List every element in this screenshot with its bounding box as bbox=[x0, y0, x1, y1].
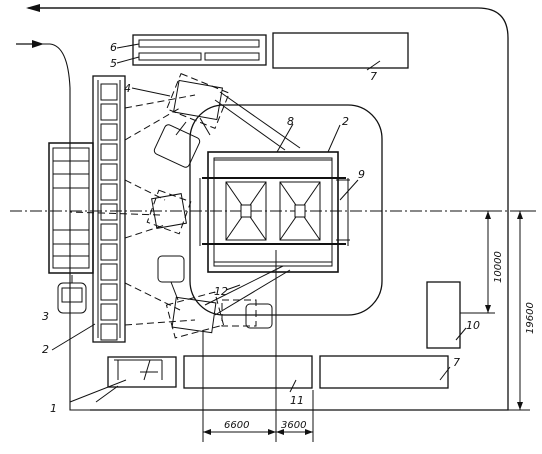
rack-cell bbox=[100, 123, 118, 141]
label-8: 8 bbox=[287, 115, 294, 128]
rack-cell bbox=[100, 283, 118, 301]
storage-area-11 bbox=[183, 355, 313, 389]
rack-cell bbox=[100, 223, 118, 241]
dim-10000: 10000 bbox=[493, 251, 504, 283]
label-6: 6 bbox=[110, 41, 117, 54]
crane-track bbox=[189, 104, 383, 316]
dim-19600: 19600 bbox=[525, 302, 536, 334]
equipment-1 bbox=[69, 356, 177, 403]
rack-cell bbox=[100, 163, 118, 181]
label-10: 10 bbox=[466, 319, 480, 332]
rack-cell bbox=[100, 243, 118, 261]
storage-5-6 bbox=[116, 34, 267, 66]
rack-cell bbox=[100, 323, 118, 341]
label-4: 4 bbox=[124, 82, 131, 95]
storage-area-7-bottom bbox=[319, 355, 449, 389]
rack-cell bbox=[100, 83, 118, 101]
label-9: 9 bbox=[358, 168, 365, 181]
road-arrow-exit bbox=[26, 4, 120, 12]
label-12: 12 bbox=[214, 285, 228, 298]
road-arrow-entry bbox=[16, 40, 44, 48]
dim-6600: 6600 bbox=[224, 420, 249, 431]
crane-middle bbox=[146, 189, 192, 235]
vertical-rack-2 bbox=[92, 75, 126, 343]
label-3: 3 bbox=[42, 310, 49, 323]
rack-cell bbox=[100, 143, 118, 161]
box-10 bbox=[426, 281, 461, 349]
label-11: 11 bbox=[290, 394, 304, 407]
label-1: 1 bbox=[50, 402, 57, 415]
site-road bbox=[24, 7, 509, 411]
crane-4 bbox=[153, 72, 230, 168]
rack-cell bbox=[100, 263, 118, 281]
rack-cell bbox=[100, 103, 118, 121]
dim-3600: 3600 bbox=[281, 420, 306, 431]
rack-cell bbox=[100, 303, 118, 321]
storage-area-7-top bbox=[272, 32, 409, 69]
vehicle-3 bbox=[57, 275, 87, 314]
crane-swing-paths bbox=[69, 91, 301, 326]
label-7-bottom: 7 bbox=[453, 356, 460, 369]
leader-lines bbox=[51, 87, 359, 351]
label-5: 5 bbox=[110, 57, 117, 70]
dimension-lines bbox=[202, 210, 530, 442]
main-machine-2 bbox=[199, 151, 350, 273]
label-2-top: 2 bbox=[342, 115, 349, 128]
label-2-left: 2 bbox=[42, 343, 49, 356]
panel-cassette-3 bbox=[48, 142, 94, 274]
crane-12 bbox=[157, 255, 273, 339]
rack-cell bbox=[100, 203, 118, 221]
label-7-top: 7 bbox=[370, 70, 377, 83]
rack-cell bbox=[100, 183, 118, 201]
